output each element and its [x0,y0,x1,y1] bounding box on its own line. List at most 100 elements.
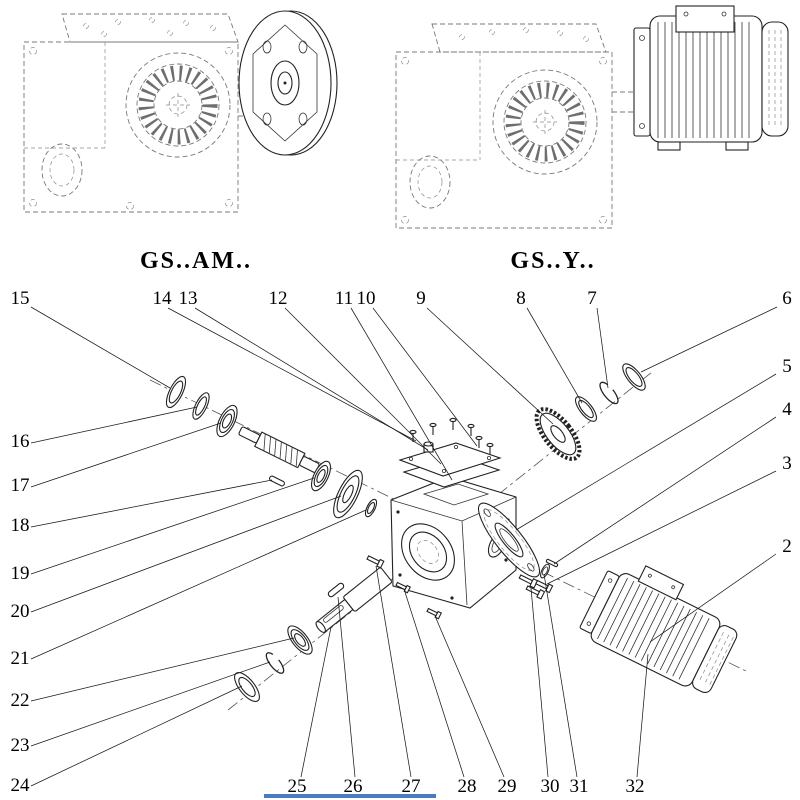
part-25-output-shaft [315,567,393,633]
part-7-circlip [599,381,619,405]
callout-leader-11 [350,307,453,481]
callout-label-11: 11 [335,288,353,309]
callout-label-2: 2 [782,536,792,557]
callout-label-17: 17 [11,475,30,496]
callout-leader-7 [596,307,609,389]
part-3-bolt [535,579,554,594]
part-19-bearing [310,460,332,492]
callout-label-12: 12 [269,288,288,309]
callout-label-22: 22 [11,690,30,711]
figure-label-gs-y: GS..Y.. [510,248,595,274]
callout-label-29: 29 [498,776,517,797]
callout-leader-10 [372,307,478,447]
callout-leader-27 [375,565,412,778]
callout-leader-4 [553,416,777,565]
callout-label-16: 16 [11,431,30,452]
callout-leader-15 [30,306,171,389]
part-17-bearing [216,404,238,438]
part-26-shaft-key [327,582,345,598]
callout-label-7: 7 [587,288,597,309]
callout-label-3: 3 [782,453,792,474]
flange-front-view [238,10,338,156]
callout-leader-12 [284,307,442,465]
callout-label-15: 15 [11,288,30,309]
callout-label-9: 9 [416,288,426,309]
part-4-dowel-pin [545,558,559,568]
callout-label-21: 21 [11,648,30,669]
callout-leader-29 [434,615,505,778]
callout-label-23: 23 [11,735,30,756]
callout-leader-23 [30,661,271,747]
callout-leader-8 [526,307,583,404]
part-5-output-flange [478,502,540,578]
motor-body [590,565,738,694]
part-12-cover-plate [398,442,502,477]
callout-leader-28 [403,588,465,778]
callout-leader-31 [543,573,578,778]
part-18-key-pin [269,475,285,487]
callout-leader-19 [30,477,315,575]
callout-label-25: 25 [288,776,307,797]
part-28-screw [395,581,411,594]
part-10-cover-screws-right [475,435,494,455]
callout-label-18: 18 [11,515,30,536]
part-20-washer-disc [333,469,363,519]
callout-label-31: 31 [570,776,589,797]
part-29-screw [426,607,442,620]
callout-leader-30 [530,587,549,778]
callout-label-30: 30 [541,776,560,797]
housing-top-opening [422,483,490,506]
motor-side-view [633,5,789,151]
callout-leader-25 [300,626,332,778]
part-2-motor [579,565,738,694]
part-13-plug [423,441,434,453]
callout-label-4: 4 [782,399,792,420]
callout-leader-17 [30,422,222,488]
callout-label-10: 10 [357,288,376,309]
callout-label-20: 20 [11,601,30,622]
callout-label-28: 28 [458,776,477,797]
part-8-spacer-ring [574,396,598,422]
figure-label-gs-am: GS..AM.. [140,248,252,274]
callout-leader-3 [546,470,777,585]
figure-gearbox-motor [395,5,789,229]
part-21-o-ring [364,498,378,518]
callout-leader-13 [194,307,429,451]
callout-label-32: 32 [626,776,645,797]
callout-label-24: 24 [11,775,31,796]
callout-label-27: 27 [402,776,421,797]
callout-label-14: 14 [153,288,173,309]
callout-leader-18 [30,479,273,528]
callout-leader-5 [515,373,777,531]
callout-leader-6 [640,306,778,373]
part-6-shim-ring [622,363,646,391]
callout-label-8: 8 [516,288,526,309]
callout-leader-22 [30,637,295,702]
callout-leader-16 [30,406,198,444]
part-24-shaft-seal [234,671,260,703]
part-16-retaining-ring [192,392,210,420]
callout-leader-24 [30,685,243,787]
callout-leader-32 [636,653,649,778]
part-worm-shaft [238,426,320,473]
callout-label-26: 26 [344,776,363,797]
callout-label-19: 19 [11,563,30,584]
bottom-blue-rule [264,794,436,798]
part-15-shaft-seal [165,375,187,409]
part-23-circlip [265,652,285,674]
part-22-bearing [287,625,313,655]
callout-leader-21 [30,509,367,660]
callout-leader-9 [426,307,554,425]
part-27-bolt [366,555,385,569]
callout-leader-14 [167,307,417,442]
figure-gearbox-flange [23,10,338,213]
part-14-cover-screws [409,417,475,442]
part-31-shim [540,563,550,579]
callout-leader-26 [337,596,356,778]
part-30-flange-bolts [518,574,546,600]
callout-leader-20 [30,495,342,613]
callout-leader-2 [649,553,777,643]
